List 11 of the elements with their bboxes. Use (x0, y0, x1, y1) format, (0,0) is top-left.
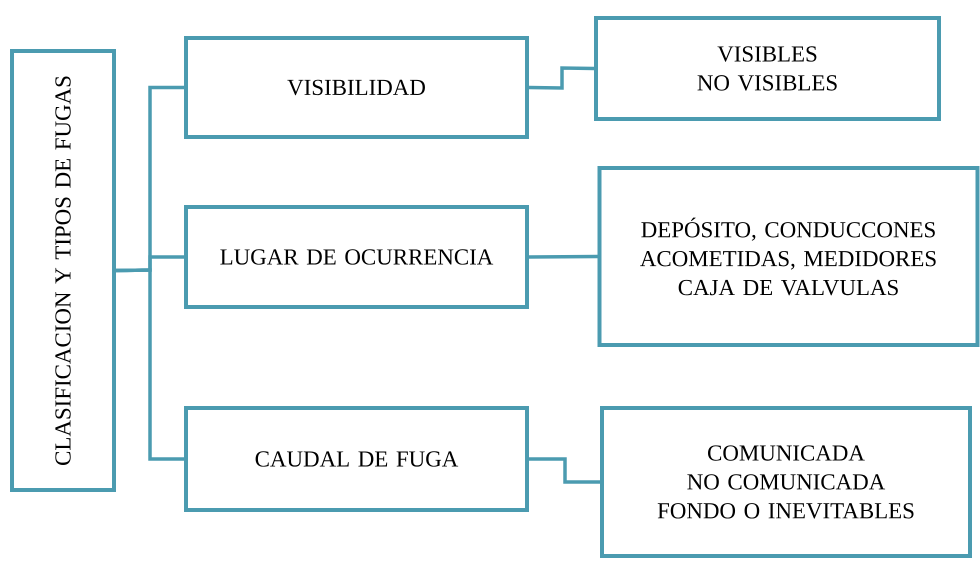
group-box: VISIBILIDAD (184, 36, 529, 139)
group-box: LUGAR DE OCURRENCIA (184, 205, 529, 309)
list-box: DEPÓSITO, CONDUCCONES ACOMETIDAS, MEDIDORES CAJA DE VALVULAS (598, 166, 980, 347)
category-box: CLASIFICACION Y TIPOS DE FUGAS (10, 49, 116, 492)
group-box: CAUDAL DE FUGA (184, 406, 529, 512)
connector-line (528, 66, 594, 90)
connector-line (529, 457, 600, 484)
connector-line (529, 254, 598, 259)
list-box: VISIBLES NO VISIBLES (594, 16, 941, 121)
list-box: COMUNICADA NO COMUNICADA FONDO O INEVITABLES (600, 406, 972, 558)
connector-line (116, 268, 184, 461)
